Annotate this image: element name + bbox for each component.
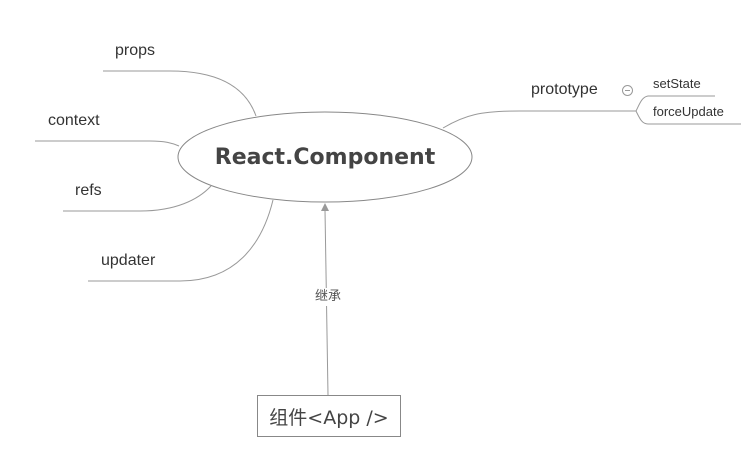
- branch-updater-label[interactable]: updater: [101, 252, 156, 269]
- branch-refs-label[interactable]: refs: [75, 182, 102, 199]
- central-node-shape: [177, 111, 473, 203]
- prototype-child-setstate-label[interactable]: setState: [653, 76, 701, 91]
- child-component-label: 组件<App />: [269, 406, 389, 429]
- inheritance-edge-label: 继承: [306, 288, 350, 306]
- collapse-minus-icon[interactable]: [622, 85, 633, 96]
- connector-forceupdate: [635, 110, 741, 125]
- inheritance-arrowhead: [321, 203, 329, 211]
- central-node-label[interactable]: React.Component: [214, 144, 436, 170]
- connector-updater: [88, 199, 274, 282]
- connector-refs: [63, 185, 212, 212]
- prototype-child-forceupdate-label[interactable]: forceUpdate: [653, 104, 724, 119]
- connector-context: [35, 140, 180, 147]
- connector-props: [103, 70, 257, 117]
- branch-context-label[interactable]: context: [48, 112, 100, 129]
- connector-prototype: [442, 110, 636, 129]
- connector-setstate: [635, 95, 715, 112]
- branch-prototype-label[interactable]: prototype: [531, 81, 598, 98]
- branch-props-label[interactable]: props: [115, 42, 156, 59]
- child-component-node[interactable]: 组件<App />: [257, 395, 401, 437]
